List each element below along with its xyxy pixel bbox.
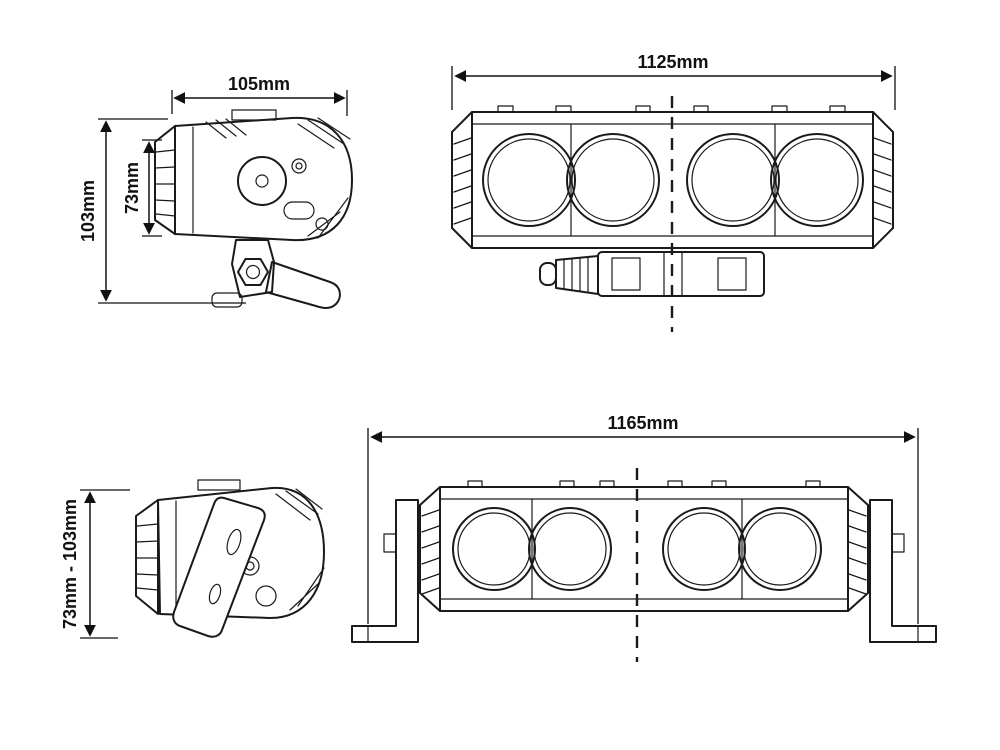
screw-center — [295, 162, 303, 170]
mount-clamp-right — [717, 257, 747, 291]
hex-bolt — [237, 258, 269, 286]
end-cap-left-fins — [421, 509, 440, 595]
dim-label-103mm: 103mm — [78, 180, 98, 242]
dim-label-1165mm: 1165mm — [607, 413, 678, 433]
fin-hatching — [275, 488, 325, 611]
mount-tab — [197, 479, 241, 491]
lens-circle — [686, 133, 780, 227]
light-bar-front — [451, 96, 894, 332]
cable-gland — [555, 255, 599, 295]
l-bracket-right — [869, 499, 937, 643]
bracket-foot — [211, 292, 243, 308]
lens-circle — [452, 507, 536, 591]
bracket-arm-rotated — [172, 496, 266, 638]
side-mounting-bracket — [211, 239, 341, 309]
bar-body — [439, 486, 849, 612]
housing-outline — [174, 116, 353, 242]
lens-step-line — [136, 523, 159, 527]
lens-step-line — [135, 573, 159, 576]
lenses — [452, 507, 822, 591]
mount-tab — [231, 109, 277, 121]
lens-step-line — [155, 213, 176, 217]
end-cap-right — [872, 111, 894, 249]
dim-label-73mm: 73mm — [122, 162, 142, 214]
dim-103mm: 103mm — [78, 118, 246, 304]
end-cap-right — [847, 486, 869, 612]
dim-label-105mm: 105mm — [228, 74, 290, 94]
fin-hatching-upper — [205, 117, 351, 149]
screw-circle — [291, 158, 307, 174]
lens-circle — [482, 133, 576, 227]
end-cap-left — [419, 486, 441, 612]
lens-inner-circle — [691, 138, 775, 222]
view-side-bottom: 73mm - 103mm — [60, 479, 325, 639]
lens-inner-circle — [667, 512, 741, 586]
lens-step-line — [136, 587, 159, 591]
lens-circle — [528, 507, 612, 591]
lens-step-line — [135, 540, 159, 543]
end-cap-right-fins — [848, 509, 867, 595]
lens-cone — [135, 499, 159, 615]
lens-circle — [770, 133, 864, 227]
center-mount-assembly — [539, 251, 765, 297]
bracket-arm — [265, 261, 341, 309]
lamp-side-housing — [154, 109, 353, 242]
dim-1165mm: 1165mm — [367, 413, 919, 624]
lamp-side-housing-tilted — [135, 479, 325, 638]
dim-1125mm: 1125mm — [451, 52, 896, 110]
l-bracket-left — [351, 499, 419, 643]
lens-inner-circle — [743, 512, 817, 586]
lens-cone — [154, 125, 176, 235]
lens-step-line — [155, 149, 176, 153]
dim-label-73-103mm: 73mm - 103mm — [60, 499, 80, 629]
lens-inner-circle — [457, 512, 531, 586]
lens-inner-circle — [487, 138, 571, 222]
end-cap-left-fins — [453, 137, 472, 225]
housing-outline — [157, 486, 325, 619]
view-front-top: 1125mm — [451, 52, 896, 332]
pivot-center-circle — [255, 174, 269, 188]
cable-gland-ribs — [563, 257, 589, 293]
lens-circle — [662, 507, 746, 591]
lens-circle — [566, 133, 660, 227]
cable-gland-tip — [539, 262, 557, 286]
end-cap-right-fins — [873, 137, 892, 225]
bracket-stem — [231, 239, 275, 298]
bracket-bolt — [891, 533, 905, 553]
light-bar-front-bottom — [351, 468, 937, 662]
side-knob — [255, 585, 277, 607]
lens-step-line — [154, 199, 176, 202]
lens-step-line — [154, 166, 176, 169]
l-bracket-right-outline — [869, 499, 937, 643]
bracket-slot — [208, 583, 222, 605]
side-button — [283, 201, 315, 220]
pivot-hub-circle — [237, 156, 287, 206]
view-side-top: 105mm 103mm 73mm — [78, 74, 353, 309]
dim-label-1125mm: 1125mm — [637, 52, 708, 72]
dim-73-103mm: 73mm - 103mm — [60, 489, 130, 639]
lens-inner-circle — [775, 138, 859, 222]
lens-circle — [738, 507, 822, 591]
bracket-bolt — [383, 533, 397, 553]
hex-bolt-center — [245, 264, 261, 280]
l-bracket-left-outline — [351, 499, 419, 643]
dim-105mm: 105mm — [171, 74, 348, 116]
lens-inner-circle — [533, 512, 607, 586]
bracket-slot — [226, 528, 242, 556]
lenses — [482, 133, 864, 227]
mount-clamp-left — [611, 257, 641, 291]
lens-inner-circle — [571, 138, 655, 222]
fin-hatching-lower — [307, 197, 349, 239]
end-cap-left — [451, 111, 473, 249]
view-front-bottom: 1165mm — [351, 413, 937, 662]
